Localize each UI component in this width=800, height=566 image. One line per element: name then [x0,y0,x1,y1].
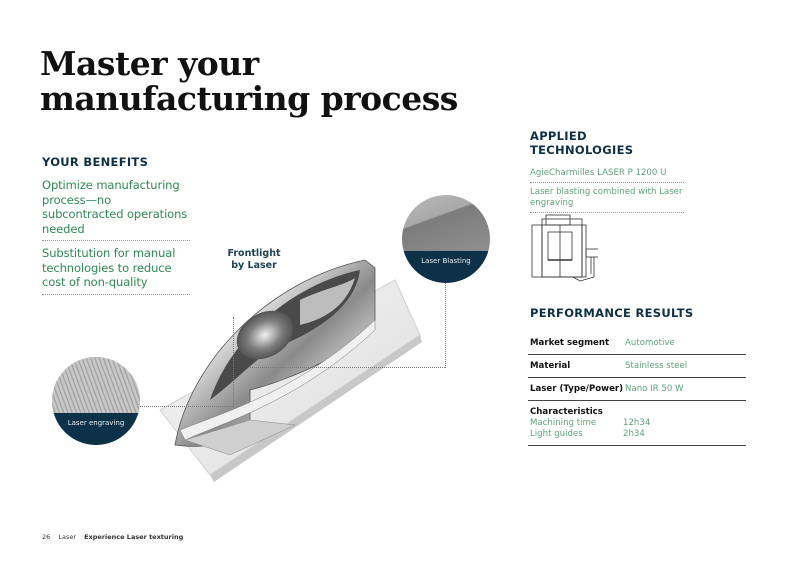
page-number: 26 [42,533,51,541]
benefits-section: YOUR BENEFITS Optimize manufacturing pro… [42,155,190,300]
applied-technologies-heading: APPLIED TECHNOLOGIES [530,129,634,157]
page-title-line-2: manufacturing process [40,79,458,118]
characteristic-value: 12h34 [623,418,651,428]
result-label: Market segment [530,338,610,348]
performance-results-heading: PERFORMANCE RESULTS [530,306,694,320]
footer-section: Laser [58,533,77,541]
result-label: Material [530,361,571,371]
benefits-heading: YOUR BENEFITS [42,155,149,169]
laser-machine-icon [528,214,601,284]
connector-line [233,317,234,407]
characteristic-row: Light guides 2h34 [530,429,746,440]
connector-line [445,283,446,368]
engraving-texture [52,357,140,414]
connector-line [250,367,445,368]
characteristic-label: Light guides [530,429,583,439]
page-title: Master your manufacturing process [40,46,458,116]
callout-label: Laser engraving [52,413,140,445]
result-row-material: Material Stainless steel [528,355,746,378]
benefit-item: Optimize manufacturing process—no subcon… [42,178,190,241]
characteristics-block: Characteristics Machining time 12h34 Lig… [528,401,746,446]
laser-engraving-callout: Laser engraving [52,357,140,445]
page-footer: 26 Laser Experience Laser texturing [42,533,183,541]
technology-item: Laser blasting combined with Laser engra… [530,187,684,213]
result-row-market-segment: Market segment Automotive [528,332,746,355]
result-value: Nano IR 50 W [625,384,684,394]
applied-technologies-section: APPLIED TECHNOLOGIES AgieCharmilles LASE… [530,129,684,217]
result-row-laser: Laser (Type/Power) Nano IR 50 W [528,378,746,401]
frontlight-product-image [150,240,450,485]
blasting-texture [402,195,490,252]
characteristics-label: Characteristics [530,407,603,417]
page-title-line-1: Master your [40,44,259,83]
benefit-item: Substitution for manual technologies to … [42,246,190,295]
laser-blasting-callout: Laser Blasting [402,195,490,283]
frontlight-label: Frontlight by Laser [227,248,281,271]
performance-results-section: PERFORMANCE RESULTS Market segment Autom… [528,306,746,446]
result-value: Stainless steel [625,361,688,371]
callout-label: Laser Blasting [402,251,490,283]
technology-item: AgieCharmilles LASER P 1200 U [530,168,684,183]
connector-line [140,406,233,407]
footer-title: Experience Laser texturing [84,533,184,541]
result-value: Automotive [625,338,675,348]
characteristic-value: 2h34 [623,429,645,439]
characteristic-label: Machining time [530,418,597,428]
result-label: Laser (Type/Power) [530,384,624,394]
characteristic-row: Machining time 12h34 [530,418,746,429]
